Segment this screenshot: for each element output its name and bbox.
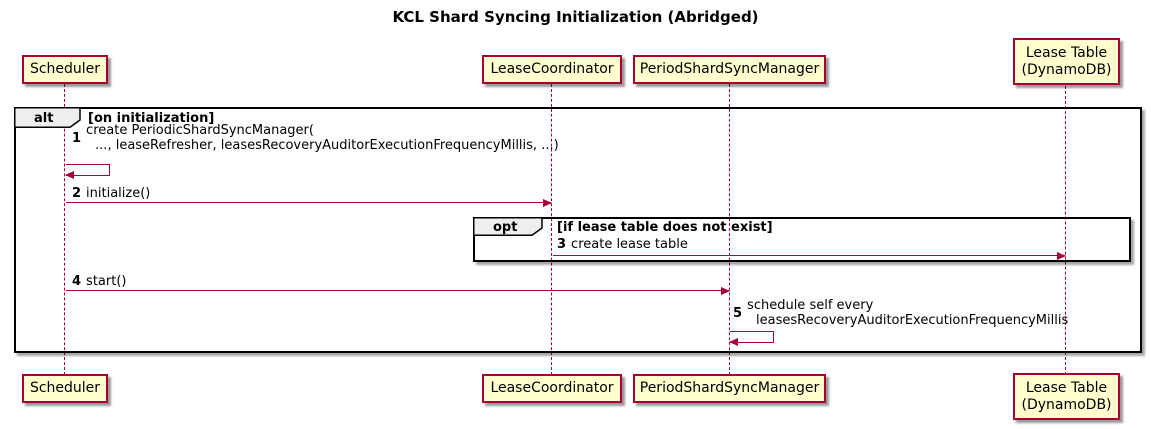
arrowhead-icon	[721, 287, 730, 295]
message-2-label: 2 initialize()	[72, 186, 150, 201]
message-3-label: 3 create lease table	[557, 237, 688, 252]
participant-label-line2: (DynamoDB)	[1021, 396, 1112, 413]
alt-condition: [on initialization]	[88, 111, 215, 126]
message-2-arrow	[66, 199, 552, 207]
participant-label: PeriodShardSyncManager	[639, 380, 820, 396]
message-5-self-arrow	[729, 331, 774, 346]
alt-frame-tab-icon	[14, 107, 81, 132]
arrowhead-icon	[543, 199, 552, 207]
participant-label: Scheduler	[29, 380, 101, 396]
opt-condition: [if lease table does not exist]	[557, 220, 773, 235]
message-4-text: start()	[86, 274, 127, 289]
opt-frame-tab-icon	[473, 217, 543, 240]
participant-lease-coordinator-bottom: LeaseCoordinator	[482, 374, 622, 403]
participant-label-line2: (DynamoDB)	[1021, 61, 1112, 78]
alt-frame: alt [on initialization]	[14, 107, 1142, 353]
message-2-text: initialize()	[86, 186, 151, 201]
message-5-label: 5 schedule self every leasesRecoveryAudi…	[733, 298, 1068, 328]
message-3-text: create lease table	[571, 237, 688, 252]
message-5-number: 5	[733, 305, 743, 321]
participant-label: PeriodShardSyncManager	[639, 61, 820, 77]
message-3-arrow	[553, 252, 1066, 260]
lifeline-scheduler	[64, 84, 65, 375]
participant-label-line1: Lease Table	[1025, 44, 1108, 61]
participant-lease-table-bottom: Lease Table (DynamoDB)	[1013, 373, 1120, 420]
participant-label: LeaseCoordinator	[490, 61, 614, 77]
lifeline-lease-table	[1065, 86, 1066, 375]
participant-label: LeaseCoordinator	[490, 380, 614, 396]
participant-label: Scheduler	[29, 61, 101, 77]
arrowhead-icon	[65, 171, 74, 179]
participant-scheduler-bottom: Scheduler	[22, 374, 108, 403]
participant-label-line1: Lease Table	[1025, 379, 1108, 396]
participant-period-shard-sync-manager-bottom: PeriodShardSyncManager	[633, 374, 826, 403]
message-1-line2: ..., leaseRefresher, leasesRecoveryAudit…	[95, 138, 559, 153]
message-1-number: 1	[72, 130, 82, 146]
arrowhead-icon	[1057, 252, 1066, 260]
arrowhead-icon	[729, 338, 738, 346]
message-4-number: 4	[72, 274, 82, 289]
opt-frame: opt [if lease table does not exist]	[473, 217, 1131, 262]
participant-period-shard-sync-manager-top: PeriodShardSyncManager	[633, 55, 826, 84]
message-4-arrow	[66, 287, 730, 295]
lifeline-lease-coordinator	[551, 84, 552, 375]
message-5-line2: leasesRecoveryAuditorExecutionFrequencyM…	[756, 313, 1069, 328]
message-5-line1: schedule self every	[747, 298, 874, 313]
message-1-line1: create PeriodicShardSyncManager(	[86, 123, 314, 138]
participant-lease-coordinator-top: LeaseCoordinator	[482, 55, 622, 84]
message-4-label: 4 start()	[72, 274, 126, 289]
participant-lease-table-top: Lease Table (DynamoDB)	[1013, 38, 1120, 85]
message-1-label: 1 create PeriodicShardSyncManager( ..., …	[72, 123, 559, 153]
message-1-self-arrow	[65, 164, 110, 179]
alt-keyword: alt	[34, 111, 54, 126]
message-2-number: 2	[72, 186, 82, 201]
participant-scheduler-top: Scheduler	[22, 55, 108, 84]
message-3-number: 3	[557, 237, 567, 252]
opt-keyword: opt	[493, 220, 518, 235]
diagram-title: KCL Shard Syncing Initialization (Abridg…	[392, 8, 759, 26]
lifeline-period-shard-sync-manager	[729, 84, 730, 375]
